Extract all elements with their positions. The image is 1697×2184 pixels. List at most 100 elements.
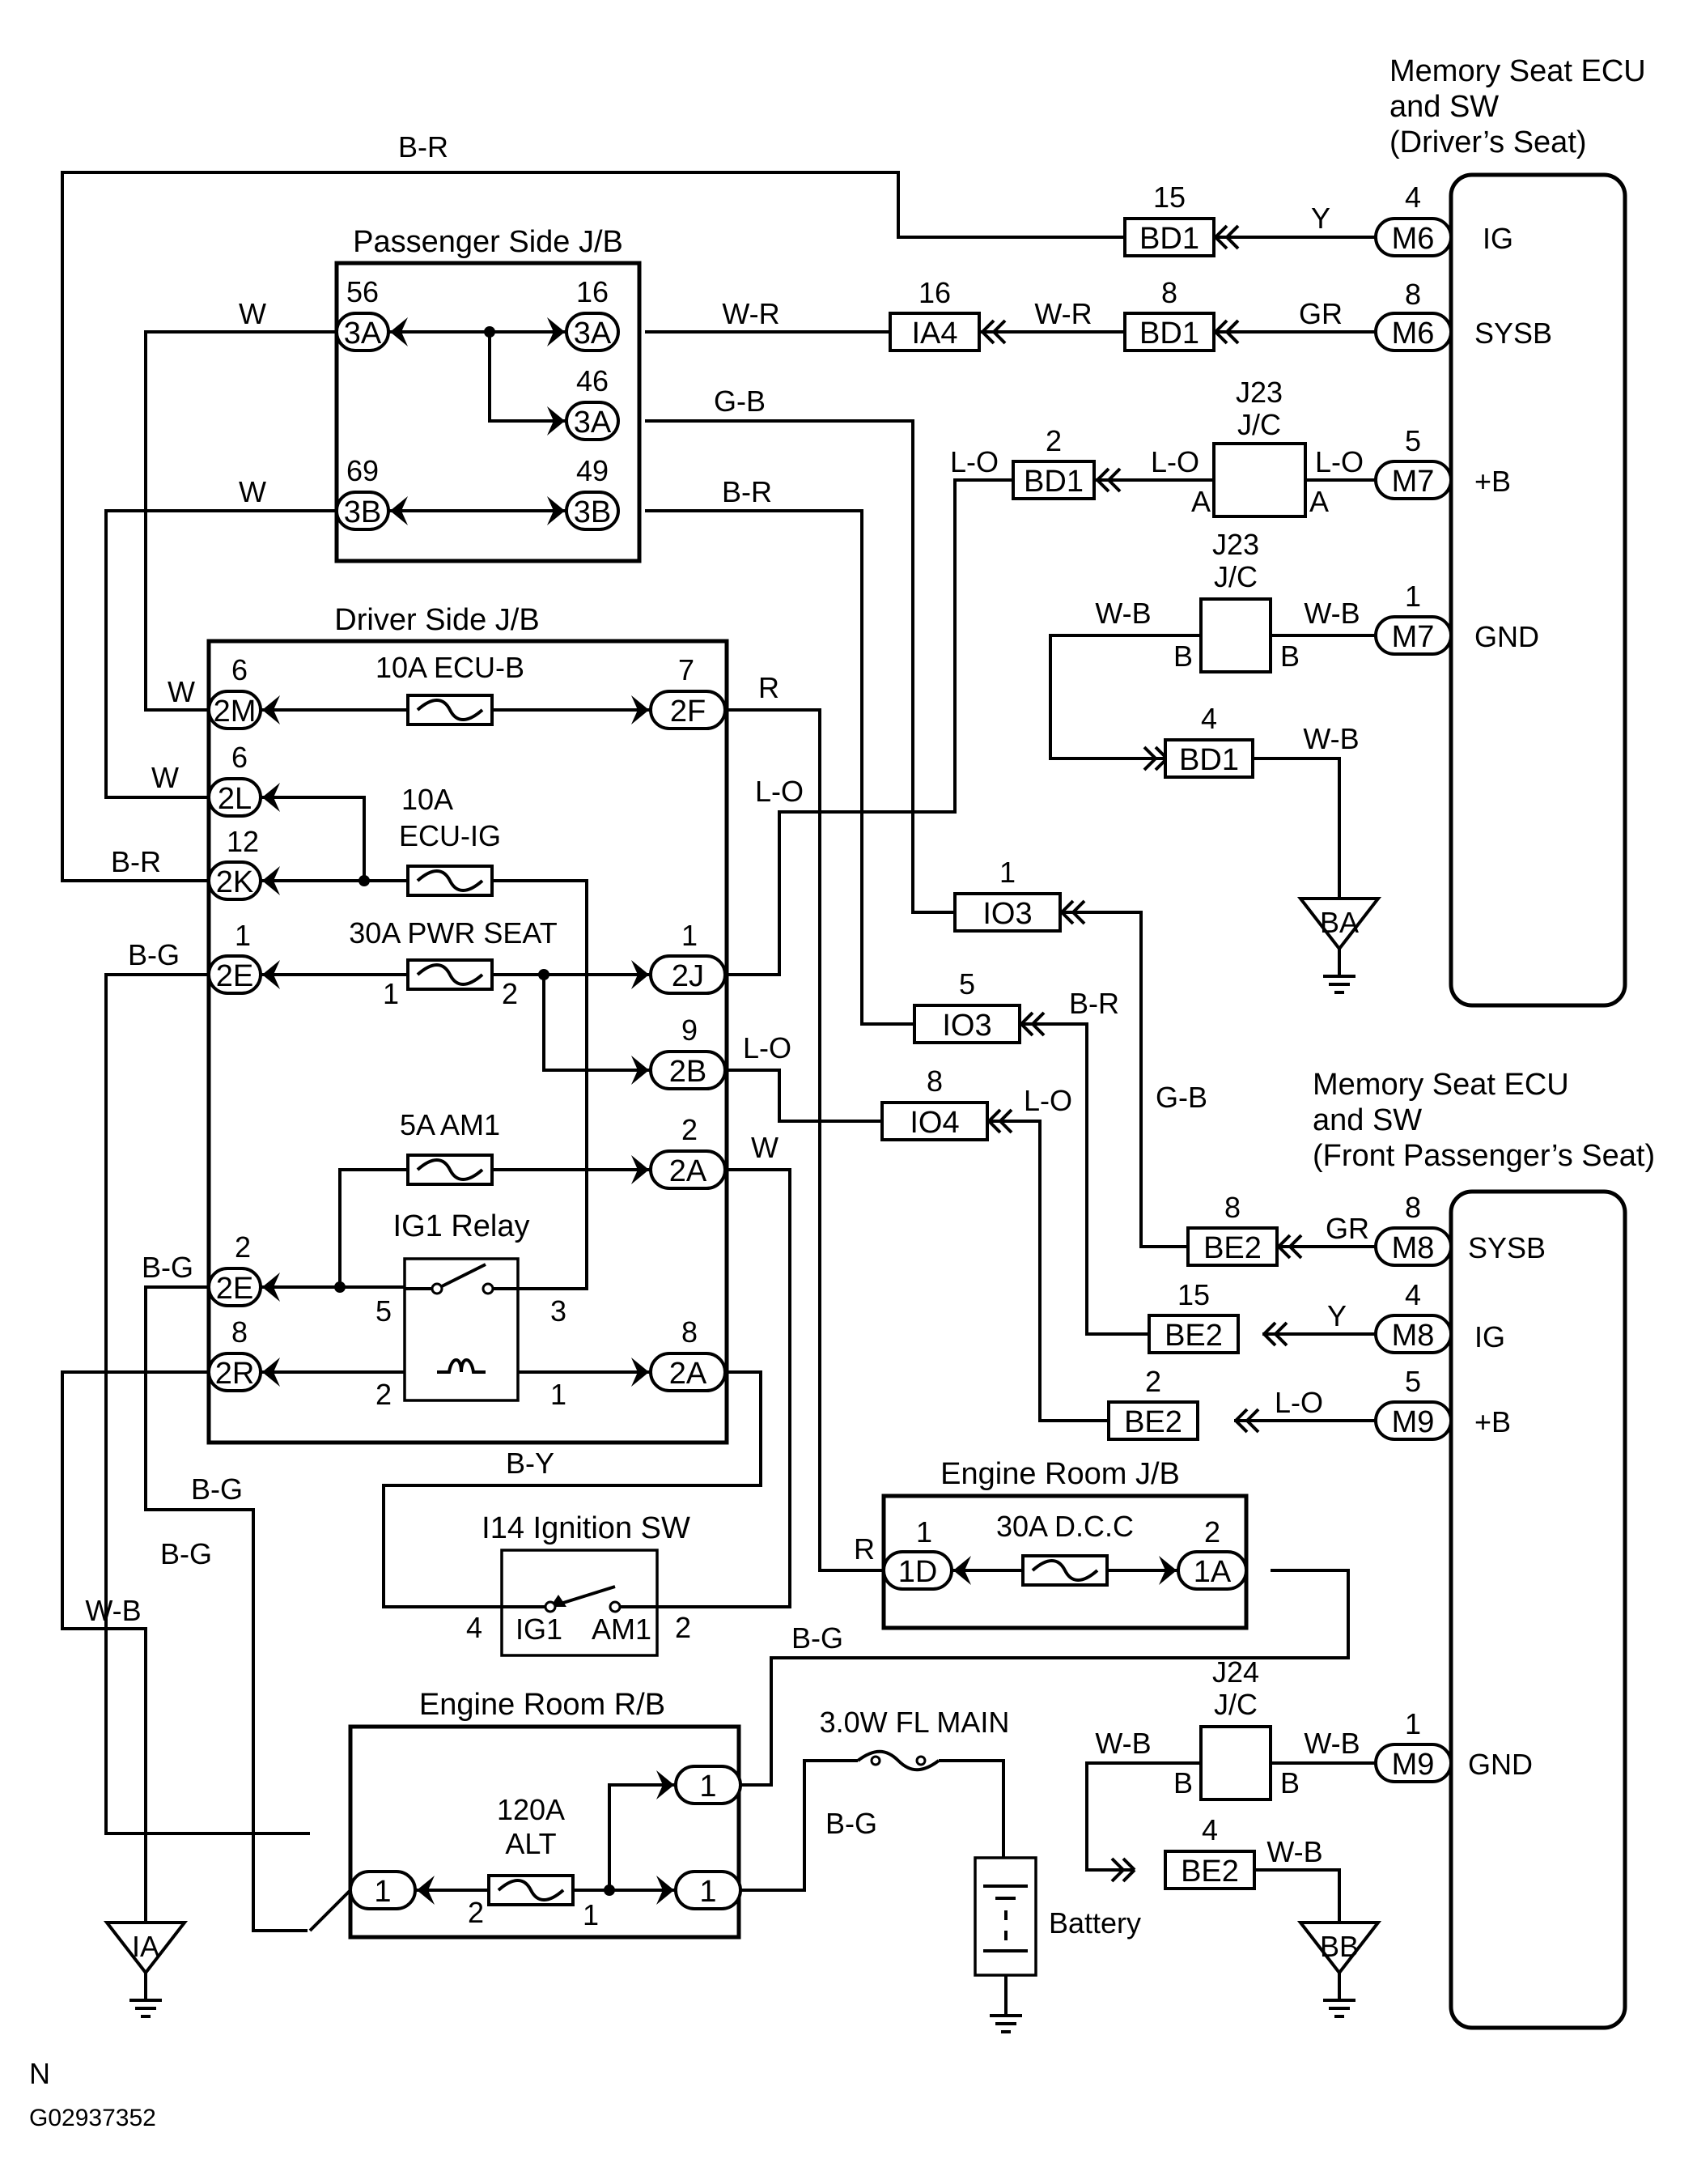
svg-text:IG1 Relay: IG1 Relay [393,1209,530,1243]
svg-text:L-O: L-O [1315,445,1364,478]
svg-text:IO3: IO3 [982,897,1032,931]
svg-text:J/C: J/C [1214,560,1258,593]
svg-text:1: 1 [235,919,251,952]
ecu-driver-box [1449,172,1627,1008]
svg-text:W-B: W-B [1304,1727,1360,1760]
svg-text:120A: 120A [497,1793,565,1826]
svg-text:Y: Y [1311,202,1330,235]
svg-text:GR: GR [1326,1212,1369,1245]
svg-text:BE2: BE2 [1124,1405,1182,1439]
svg-text:4: 4 [1405,181,1421,214]
ground-ba: BA [1299,897,1380,994]
svg-text:I14 Ignition SW: I14 Ignition SW [482,1511,690,1545]
svg-text:M9: M9 [1392,1748,1435,1782]
svg-text:Engine Room J/B: Engine Room J/B [940,1457,1180,1491]
svg-text:5A AM1: 5A AM1 [400,1108,500,1141]
svg-text:B-G: B-G [160,1537,212,1570]
connector-bd1-8: BD1 8 [1123,276,1215,352]
svg-text:IO4: IO4 [910,1106,959,1140]
svg-text:L-O: L-O [950,445,999,478]
svg-text:3B: 3B [574,495,611,529]
svg-text:BE2: BE2 [1165,1319,1223,1353]
svg-text:2: 2 [235,1230,251,1264]
svg-text:W-B: W-B [1095,597,1151,630]
svg-text:M7: M7 [1392,620,1435,654]
footer-code: G02937352 [29,2105,156,2131]
connector-io4-8: IO4 8 [880,1064,989,1141]
svg-text:46: 46 [576,364,609,397]
connector-be2-8: BE2 8 [1186,1191,1279,1267]
connector-be2-15: BE2 15 [1148,1278,1240,1354]
svg-text:W: W [239,297,266,330]
svg-text:BD1: BD1 [1139,222,1199,256]
svg-text:16: 16 [919,276,951,309]
svg-text:Y: Y [1327,1299,1347,1332]
svg-text:2M: 2M [214,695,257,729]
svg-text:1: 1 [916,1515,932,1549]
junction-j23-b: J23 J/C B B [1173,528,1300,673]
svg-text:2: 2 [502,977,518,1010]
svg-text:B-G: B-G [825,1807,877,1840]
ground-bb: BB [1299,1921,1380,2018]
svg-text:IG: IG [1483,222,1513,255]
footer-letter: N [29,2057,50,2090]
svg-text:M7: M7 [1392,465,1435,499]
svg-text:and SW: and SW [1313,1103,1422,1137]
connector-io3-5: IO3 5 [913,967,1021,1044]
connector-bd1-15: BD1 15 [1123,181,1215,257]
svg-text:BD1: BD1 [1179,743,1239,777]
svg-text:B-R: B-R [722,475,772,508]
svg-text:A: A [1191,485,1211,518]
svg-text:J/C: J/C [1214,1688,1258,1721]
junction-j24: J24 J/C B B [1173,1655,1300,1801]
svg-text:2J: 2J [672,959,704,993]
svg-text:GND: GND [1468,1748,1533,1781]
svg-text:M8: M8 [1392,1231,1435,1265]
svg-text:+B: +B [1474,1405,1511,1438]
svg-text:GND: GND [1474,620,1539,653]
svg-text:L-O: L-O [755,775,804,808]
engine-room-jb: Engine Room J/B 1D 1 1A 2 30A D.C.C [881,1457,1249,1630]
svg-text:L-O: L-O [1275,1386,1323,1419]
svg-text:Battery: Battery [1049,1906,1141,1940]
svg-text:Engine Room R/B: Engine Room R/B [419,1688,665,1722]
svg-text:3.0W FL MAIN: 3.0W FL MAIN [820,1706,1010,1739]
svg-text:2R: 2R [215,1357,255,1391]
svg-text:2: 2 [1046,424,1062,457]
svg-text:B-R: B-R [398,130,448,164]
svg-text:1: 1 [699,1770,716,1804]
svg-text:2: 2 [1204,1515,1220,1549]
svg-text:49: 49 [576,454,609,487]
svg-text:4: 4 [1201,702,1217,735]
svg-text:1D: 1D [898,1555,938,1589]
svg-text:B-G: B-G [142,1251,193,1284]
svg-text:2A: 2A [669,1154,707,1188]
ecu-driver-title: Memory Seat ECU and SW (Driver’s Seat) [1389,54,1646,159]
svg-text:B-R: B-R [1069,987,1119,1020]
svg-text:10A ECU-B: 10A ECU-B [375,651,524,684]
ecu-passenger-pin-b: M9 5 +B [1374,1365,1511,1441]
svg-text:15: 15 [1177,1278,1210,1311]
svg-text:(Driver’s Seat): (Driver’s Seat) [1389,125,1587,159]
svg-text:6: 6 [231,741,248,774]
svg-text:Driver Side J/B: Driver Side J/B [334,603,539,637]
connector-ia4-16: IA4 16 [889,276,981,352]
svg-text:7: 7 [678,653,694,686]
svg-text:16: 16 [576,275,609,308]
svg-text:BD1: BD1 [1024,465,1084,499]
ecu-driver-pin-sysb: M6 8 SYSB [1374,278,1552,352]
svg-text:B: B [1173,639,1193,673]
svg-text:5: 5 [1405,424,1421,457]
connector-io3-1: IO3 1 [953,856,1062,933]
svg-text:W: W [751,1131,778,1164]
svg-text:ECU-IG: ECU-IG [399,819,501,852]
wires [61,171,1376,1932]
svg-text:4: 4 [1405,1278,1421,1311]
svg-text:30A D.C.C: 30A D.C.C [996,1510,1134,1543]
svg-text:W-B: W-B [1303,722,1359,755]
ignition-switch: I14 Ignition SW IG1 AM1 4 2 [466,1511,691,1657]
svg-text:2K: 2K [216,865,253,899]
svg-text:IO3: IO3 [942,1009,991,1043]
svg-text:2E: 2E [216,959,253,993]
